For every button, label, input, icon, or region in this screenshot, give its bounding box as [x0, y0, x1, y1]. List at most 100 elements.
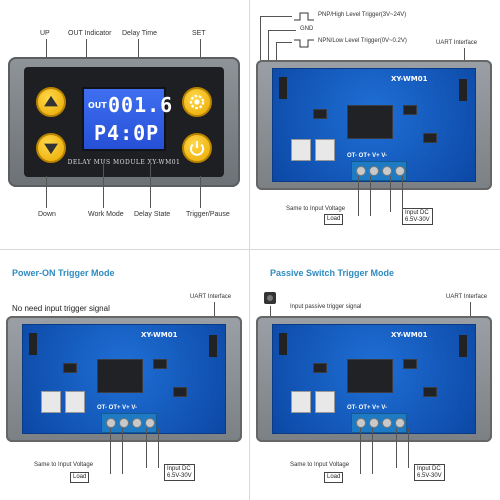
- panel-module-front: UP OUT Indicator Delay Time SET: [0, 0, 249, 249]
- leader-delay-state: [150, 160, 151, 208]
- board-case: XY-WM01 OT- OT+ V+ V-: [256, 60, 492, 190]
- label-same-voltage: Same to Input Voltage: [290, 462, 350, 468]
- module-front: OUT 001.6 P4:0P DELAY MUS MODULE XY-WM01: [8, 57, 240, 187]
- regulator-chip: [423, 387, 437, 397]
- uart-header: [459, 79, 467, 101]
- lcd-out-indicator: OUT: [88, 101, 107, 110]
- trigger-level-icon: [294, 12, 314, 48]
- trigger-pause-button[interactable]: [182, 133, 212, 163]
- screw: [369, 418, 379, 428]
- set-button[interactable]: [182, 87, 212, 117]
- wire-ot-minus: [360, 428, 361, 474]
- load-box: Load: [324, 472, 344, 483]
- screw: [382, 418, 392, 428]
- label-up: UP: [40, 30, 50, 37]
- wire-low: [276, 42, 292, 43]
- wire-high: [260, 16, 292, 17]
- lcd-mode-state: P4:0P: [94, 121, 160, 145]
- uart-header: [459, 335, 467, 357]
- label-set: SET: [192, 30, 206, 37]
- screw: [132, 418, 142, 428]
- trigger-header: [279, 333, 287, 355]
- lcd-delay-time: 001.6: [108, 93, 174, 117]
- relay-1: [291, 391, 311, 413]
- screw: [145, 418, 155, 428]
- uart-header: [209, 335, 217, 357]
- subtext-no-trigger: No need input trigger signal: [12, 304, 110, 313]
- load-box: Load: [70, 472, 90, 483]
- regulator-chip: [423, 133, 437, 143]
- up-button[interactable]: [36, 87, 66, 117]
- screw: [356, 166, 366, 176]
- wire-ot-plus: [370, 176, 371, 216]
- trigger-header: [29, 333, 37, 355]
- relay-1: [291, 139, 311, 161]
- screw: [382, 166, 392, 176]
- down-button[interactable]: [36, 133, 66, 163]
- terminal-block: [351, 413, 407, 433]
- wire-ot-plus: [372, 428, 373, 474]
- screw: [369, 166, 379, 176]
- down-arrow-icon: [44, 143, 58, 155]
- label-trigger-high: PNP/High Level Trigger(3V~24V): [318, 12, 407, 18]
- pcb-title: XY-WM01: [391, 331, 428, 339]
- label-trigger-pause: Trigger/Pause: [186, 211, 230, 218]
- panel-divider-vertical: [249, 0, 250, 500]
- panel-power-on-mode: Power-ON Trigger Mode No need input trig…: [0, 250, 249, 500]
- mcu-chip: [347, 105, 393, 139]
- driver-chip: [403, 105, 417, 115]
- trigger-header: [279, 77, 287, 99]
- driver-chip: [403, 359, 417, 369]
- panel-divider-horizontal: [0, 249, 500, 250]
- wire-v-plus: [396, 428, 397, 468]
- mcu-chip: [97, 359, 143, 393]
- input-dc-box: Input DC 6.5V-30V: [414, 464, 445, 482]
- terminal-labels: OT- OT+ V+ V-: [347, 153, 388, 159]
- label-delay-time: Delay Time: [122, 30, 158, 37]
- pcb-title: XY-WM01: [391, 75, 428, 83]
- heading-power-on: Power-ON Trigger Mode: [12, 268, 115, 278]
- pcb-title: XY-WM01: [141, 331, 178, 339]
- label-work-mode: Work Mode: [88, 211, 124, 218]
- relay-2: [315, 391, 335, 413]
- wire-v-minus: [408, 428, 409, 468]
- label-down: Down: [38, 211, 56, 218]
- heading-passive-switch: Passive Switch Trigger Mode: [270, 268, 395, 278]
- label-delay-state: Delay State: [134, 211, 171, 218]
- load-box: Load: [324, 214, 344, 225]
- screw: [119, 418, 129, 428]
- label-passive-trigger: Input passive trigger signal: [290, 304, 362, 310]
- label-gnd: GND: [300, 26, 314, 32]
- pcb: XY-WM01 OT- OT+ V+ V-: [272, 324, 476, 434]
- pcb: XY-WM01 OT- OT+ V+ V-: [272, 68, 476, 182]
- wire-v-plus: [146, 428, 147, 468]
- terminal-labels: OT- OT+ V+ V-: [347, 405, 388, 411]
- input-dc-box: Input DC 6.5V-30V: [164, 464, 195, 482]
- label-out-indicator: OUT Indicator: [68, 30, 112, 37]
- input-dc-box: Input DC 6.5V-30V: [402, 208, 433, 226]
- wire-high-v: [260, 16, 261, 96]
- screw: [395, 418, 405, 428]
- mcu-chip: [347, 359, 393, 393]
- transistor-chip: [313, 109, 327, 119]
- driver-chip: [153, 359, 167, 369]
- label-same-voltage: Same to Input Voltage: [286, 206, 346, 212]
- transistor-chip: [63, 363, 77, 373]
- board-case: XY-WM01 OT- OT+ V+ V-: [256, 316, 492, 442]
- wire-v-plus: [390, 176, 391, 212]
- power-icon: [190, 141, 204, 156]
- relay-2: [315, 139, 335, 161]
- module-face: OUT 001.6 P4:0P DELAY MUS MODULE XY-WM01: [24, 67, 224, 177]
- up-arrow-icon: [44, 95, 58, 107]
- screw: [106, 418, 116, 428]
- switch-icon: [264, 292, 276, 304]
- terminal-labels: OT- OT+ V+ V-: [97, 405, 138, 411]
- wire-v-minus: [402, 176, 403, 212]
- screw: [356, 418, 366, 428]
- wire-gnd-v: [268, 30, 269, 82]
- label-uart: UART Interface: [436, 40, 478, 46]
- board-case: XY-WM01 OT- OT+ V+ V-: [6, 316, 242, 442]
- wire-v-minus: [158, 428, 159, 468]
- leader-trigger: [200, 176, 201, 208]
- label-uart: UART Interface: [190, 294, 232, 300]
